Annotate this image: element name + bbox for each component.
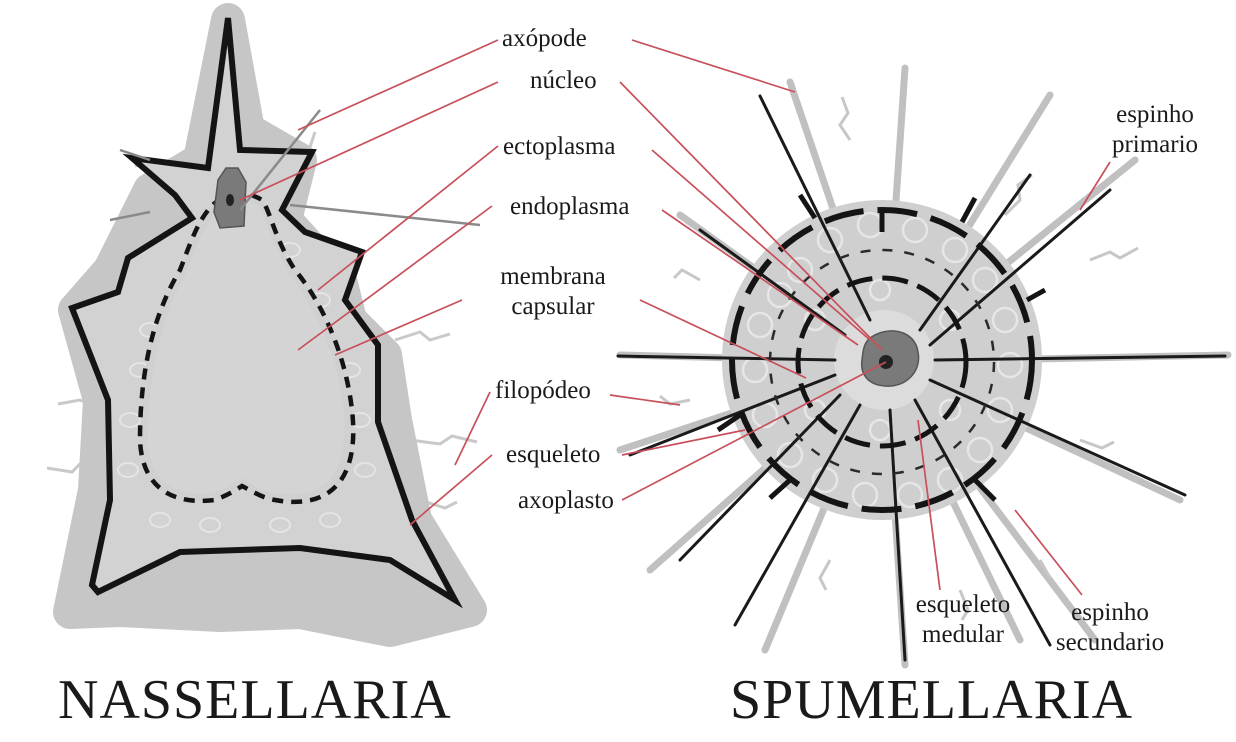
nassellaria-organism [47,18,480,630]
label-membrana-line2: capsular [468,292,638,322]
label-espinho-primario-line2: primario [1090,130,1220,160]
label-membrana-line1: membrana [468,262,638,292]
nassellaria-nucleolus [226,194,234,206]
label-endoplasma: endoplasma [510,194,629,219]
label-axopode: axópode [502,26,587,51]
label-espinho-primario: espinho primario [1090,100,1220,160]
leader-axopode-left [298,40,498,130]
label-ectoplasma: ectoplasma [503,134,615,159]
leader-axopode-right [632,40,795,92]
label-esqueleto-medular-line1: esqueleto [898,590,1028,620]
label-nucleo: núcleo [530,68,597,93]
label-espinho-secundario-line1: espinho [1040,598,1180,628]
label-espinho-secundario-line2: secundario [1040,628,1180,658]
leader-filopodeo-left [455,392,490,465]
label-membrana-capsular: membrana capsular [468,262,638,322]
label-espinho-primario-line1: espinho [1090,100,1220,130]
label-espinho-secundario: espinho secundario [1040,598,1180,658]
label-axoplasto: axoplasto [518,488,614,513]
label-esqueleto-medular-line2: medular [898,620,1028,650]
label-filopodeo: filopódeo [495,378,591,403]
title-nassellaria: NASSELLARIA [58,672,452,728]
label-esqueleto-medular: esqueleto medular [898,590,1028,650]
title-spumellaria: SPUMELLARIA [730,672,1133,728]
leader-filopodeo-right [610,395,680,405]
label-esqueleto: esqueleto [506,442,600,467]
